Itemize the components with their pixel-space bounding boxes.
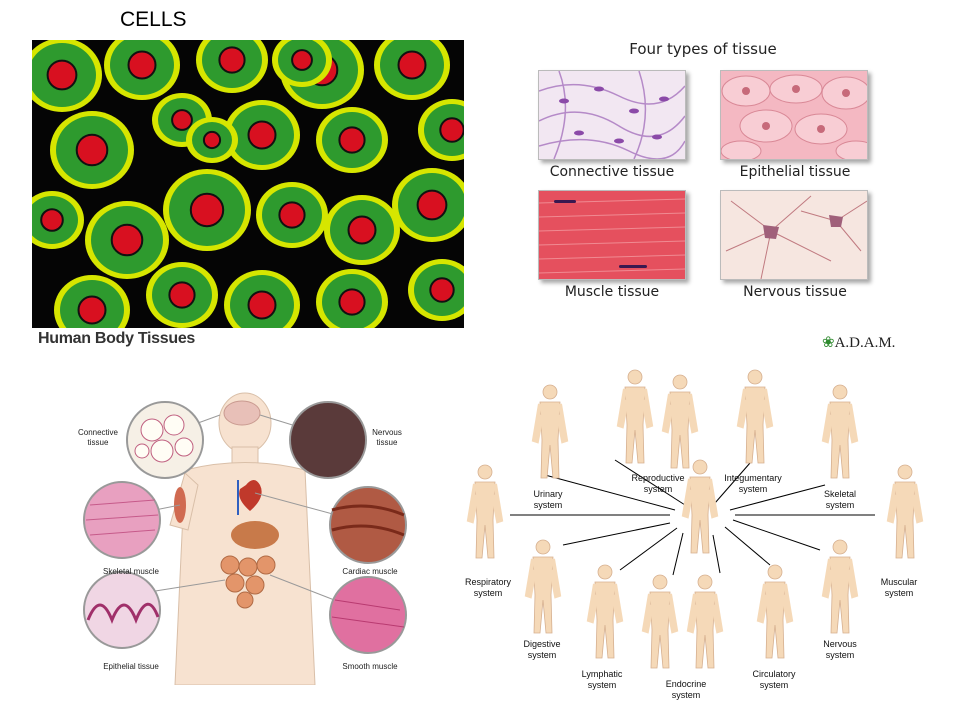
epithelial-tissue-image bbox=[720, 70, 868, 160]
nervous-tissue-image bbox=[720, 190, 868, 280]
muscle-tissue-label: Muscle tissue bbox=[564, 284, 660, 300]
cells-illustration bbox=[32, 40, 464, 328]
label-smooth-muscle: Smooth muscle bbox=[342, 662, 398, 671]
connective-tissue-image bbox=[538, 70, 686, 160]
connective-tissue-label: Connective tissue bbox=[549, 164, 675, 180]
label-integumentary-system: Integumentary system bbox=[724, 473, 782, 494]
label-circulatory-system: Circulatory system bbox=[752, 669, 796, 690]
muscle-tissue-image bbox=[538, 190, 686, 280]
epithelial-tissue-label: Epithelial tissue bbox=[739, 164, 851, 180]
label-cardiac-muscle: Cardiac muscle bbox=[342, 567, 398, 576]
label-lymphatic-system: Lymphatic system bbox=[581, 669, 623, 690]
page-title: CELLS bbox=[120, 8, 187, 31]
label-digestive-system: Digestive system bbox=[523, 639, 561, 660]
adam-logo: ❀A.D.A.M. bbox=[822, 333, 895, 352]
label-urinary-system: Urinary system bbox=[533, 489, 563, 510]
label-skeletal-system: Skeletal system bbox=[823, 489, 857, 510]
leaf-icon: ❀ bbox=[822, 335, 835, 351]
label-skeletal-muscle: Skeletal muscle bbox=[102, 567, 160, 576]
label-nervous-system: Nervous system bbox=[823, 639, 857, 660]
human-body-tissues-diagram bbox=[83, 392, 407, 685]
human-body-tissues-title: Human Body Tissues bbox=[38, 330, 196, 347]
tissue-types-heading: Four types of tissue bbox=[629, 40, 777, 58]
label-respiratory-system: Respiratory system bbox=[464, 577, 511, 598]
body-systems-diagram bbox=[466, 369, 924, 669]
label-nervous-tissue: Nervous tissue bbox=[372, 428, 402, 447]
label-epithelial-tissue: Epithelial tissue bbox=[103, 662, 159, 671]
adam-logo-text: A.D.A.M. bbox=[834, 335, 896, 351]
label-connective-tissue: Connective tissue bbox=[77, 428, 119, 447]
label-endocrine-system: Endocrine system bbox=[665, 679, 707, 700]
label-reproductive-system: Reproductive system bbox=[631, 473, 685, 494]
nervous-tissue-label: Nervous tissue bbox=[743, 284, 847, 300]
label-muscular-system: Muscular system bbox=[880, 577, 918, 598]
